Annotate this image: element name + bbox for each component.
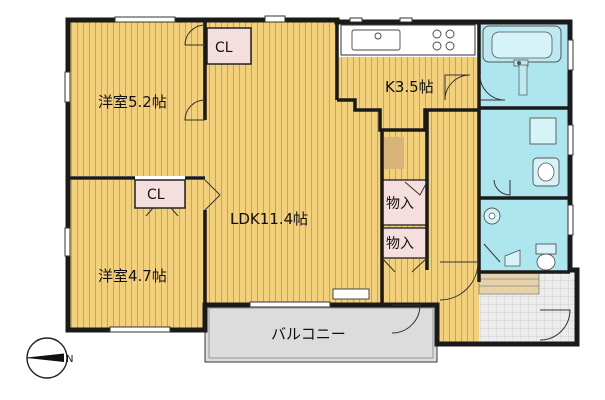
bathroom	[479, 22, 568, 108]
interior-walls	[68, 20, 570, 344]
kitchen-unit	[340, 24, 476, 56]
room-label-western-upper: 洋室5.2帖	[98, 93, 167, 111]
room-label-balcony: バルコニー	[271, 325, 346, 343]
washroom	[479, 108, 568, 198]
closet-label-middle: CL	[147, 187, 165, 203]
storage-1	[381, 179, 428, 226]
storage-label-2: 物入	[386, 236, 414, 252]
closet-label-top: CL	[215, 40, 233, 56]
compass-letter: N	[66, 354, 73, 365]
storage-label-1: 物入	[386, 196, 414, 212]
compass: N	[26, 337, 73, 379]
toilet	[479, 198, 568, 272]
windows	[64, 15, 574, 333]
entrance	[478, 271, 577, 342]
storage-2	[381, 227, 428, 259]
room-label-western-lower: 洋室4.7帖	[98, 267, 167, 285]
bath-door	[518, 64, 528, 96]
room-label-kitchen: K3.5帖	[385, 78, 434, 96]
kitchen-counter	[382, 137, 404, 169]
closet-middle	[134, 179, 186, 209]
aircon	[332, 288, 370, 300]
balcony	[204, 304, 438, 363]
room-label-ldk: LDK11.4帖	[230, 210, 308, 228]
closet-top	[206, 27, 252, 65]
doors	[145, 24, 571, 341]
